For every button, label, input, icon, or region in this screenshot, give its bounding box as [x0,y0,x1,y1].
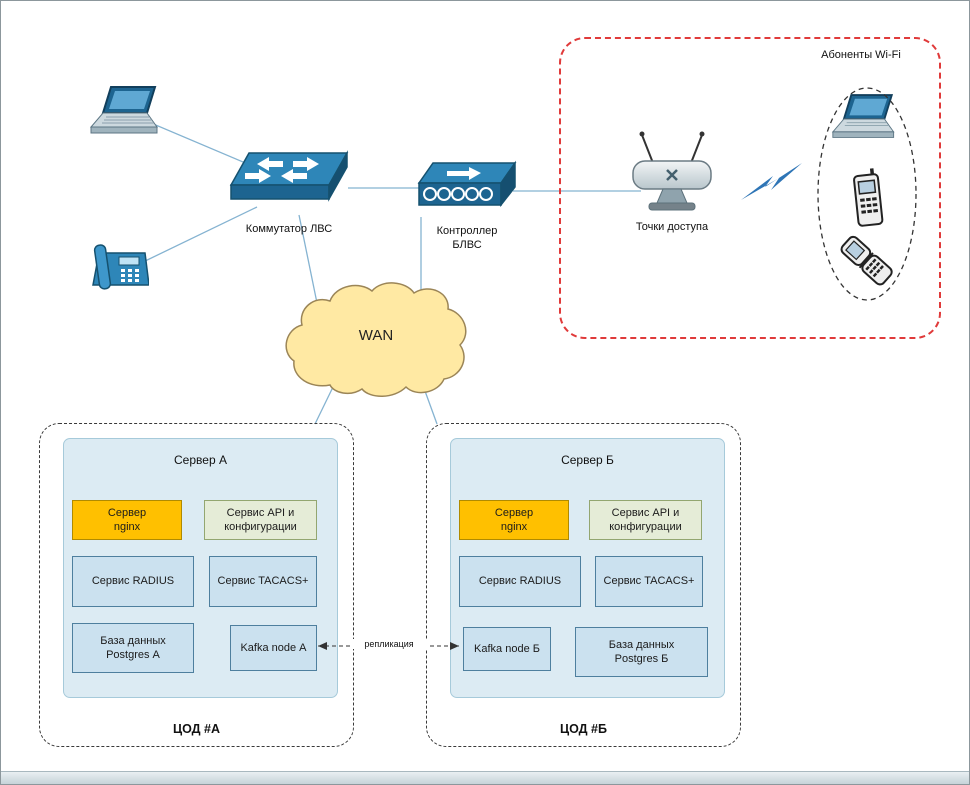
tacacs-box-b: Сервис TACACS+ [595,556,703,607]
nginx-box-a: Сервер nginx [72,500,182,540]
radius-box-a: Сервис RADIUS [72,556,194,607]
datacenter-b: Сервер Б Сервер nginx Сервис API и конфи… [426,423,741,747]
datacenter-b-label: ЦОД #Б [559,722,607,736]
kafka-box-b: Kafka node Б [463,627,551,671]
datacenter-a: Сервер А Сервер nginx Сервис API и конфи… [39,423,354,747]
server-b-container: Сервер Б Сервер nginx Сервис API и конфи… [450,438,725,698]
access-point-label: Точки доступа [635,221,709,233]
lan-switch-icon [229,147,349,215]
flip-phone-icon [837,231,897,291]
api-box-a: Сервис API и конфигурации [204,500,317,540]
wlan-controller-label: Контроллер БЛВС [436,225,498,251]
mobile-phone-icon [849,167,887,229]
lan-switch-label: Коммутатор ЛВС [245,223,333,235]
postgres-box-b: База данных Postgres Б [575,627,708,677]
server-b-title: Сервер Б [561,453,614,467]
wifi-zone-label: Абоненты Wi-Fi [821,49,901,61]
nginx-box-b: Сервер nginx [459,500,569,540]
laptop-icon [89,85,165,141]
access-point-icon [629,129,715,221]
tacacs-box-a: Сервис TACACS+ [209,556,317,607]
wlan-controller-icon [417,159,517,221]
server-a-title: Сервер А [174,453,227,467]
ip-phone-icon [85,243,150,295]
page-bottom-strip [1,771,969,784]
kafka-box-a: Kafka node А [230,625,317,671]
wan-label: WAN [358,327,394,344]
radius-box-b: Сервис RADIUS [459,556,581,607]
wan-cloud-shape [285,282,467,397]
wan-cloud: WAN [284,281,468,399]
subscriber-laptop-icon [831,93,901,145]
replication-label: репликация [351,639,427,649]
wifi-subscribers-zone [559,37,941,339]
datacenter-a-label: ЦОД #А [172,722,221,736]
postgres-box-a: База данных Postgres А [72,623,194,673]
api-box-b: Сервис API и конфигурации [589,500,702,540]
server-a-container: Сервер А Сервер nginx Сервис API и конфи… [63,438,338,698]
